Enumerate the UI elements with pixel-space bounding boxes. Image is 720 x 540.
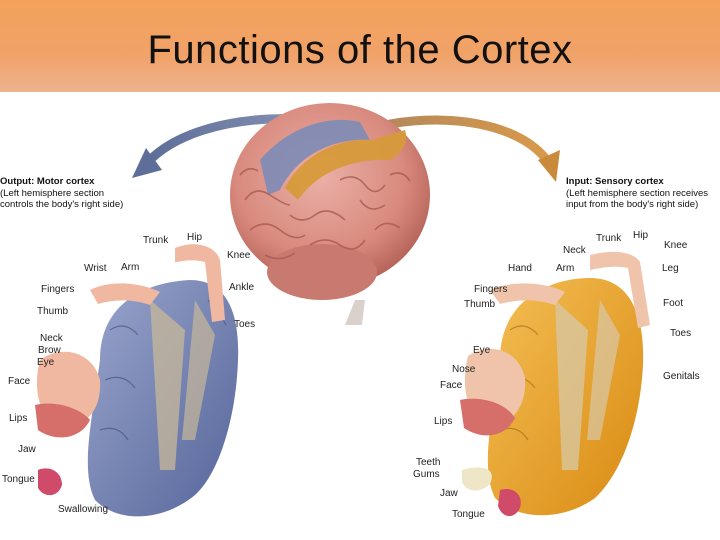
sensory-label-gums: Gums bbox=[413, 469, 440, 480]
motor-heading-line2: (Left hemisphere section bbox=[0, 187, 105, 199]
motor-label-lips: Lips bbox=[9, 413, 28, 424]
sensory-label-leg: Leg bbox=[662, 263, 679, 274]
motor-label-brow: Brow bbox=[38, 345, 61, 356]
motor-cortex-heading: Output: Motor cortex (Left hemisphere se… bbox=[0, 176, 123, 211]
sensory-input-arrow bbox=[385, 115, 553, 167]
slide-title: Functions of the Cortex bbox=[147, 28, 573, 72]
sensory-label-face: Face bbox=[440, 380, 463, 391]
sensory-cortex-section bbox=[460, 251, 650, 517]
motor-arrow-head bbox=[132, 148, 162, 178]
motor-label-wrist: Wrist bbox=[84, 263, 107, 274]
motor-label-thumb: Thumb bbox=[37, 306, 69, 317]
motor-label-neck: Neck bbox=[40, 333, 63, 344]
motor-label-trunk: Trunk bbox=[143, 235, 169, 246]
sensory-strip bbox=[285, 130, 407, 200]
sensory-label-knee: Knee bbox=[664, 240, 688, 251]
sensory-heading-line2: (Left hemisphere section receives bbox=[566, 187, 709, 199]
motor-label-toes: Toes bbox=[234, 319, 256, 330]
sensory-label-genitals: Genitals bbox=[663, 371, 700, 382]
sensory-label-thumb: Thumb bbox=[464, 299, 496, 310]
motor-heading-line3: controls the body's right side) bbox=[0, 199, 124, 210]
sensory-cortex-heading: Input: Sensory cortex (Left hemisphere s… bbox=[566, 176, 708, 211]
motor-label-knee: Knee bbox=[227, 250, 251, 261]
motor-label-swallowing: Swallowing bbox=[58, 504, 109, 515]
motor-label-arm: Arm bbox=[121, 262, 140, 273]
motor-label-eye: Eye bbox=[37, 357, 55, 368]
motor-label-face: Face bbox=[8, 376, 31, 387]
motor-label-hip: Hip bbox=[187, 232, 203, 243]
sensory-label-lips: Lips bbox=[434, 416, 453, 427]
sensory-label-trunk: Trunk bbox=[596, 233, 622, 244]
motor-heading-text: Output: Motor cortex bbox=[0, 176, 95, 187]
sensory-label-arm: Arm bbox=[556, 263, 575, 274]
title-bar bbox=[0, 0, 720, 92]
sensory-label-foot: Foot bbox=[663, 298, 684, 309]
motor-label-tongue: Tongue bbox=[2, 474, 35, 485]
motor-cortex-section bbox=[35, 244, 239, 517]
motor-label-jaw: Jaw bbox=[18, 444, 36, 455]
sensory-arrow-head bbox=[538, 150, 560, 182]
motor-label-ankle: Ankle bbox=[229, 282, 255, 293]
sensory-label-teeth: Teeth bbox=[416, 457, 441, 468]
sensory-label-eye: Eye bbox=[473, 345, 491, 356]
sensory-heading-text: Input: Sensory cortex bbox=[566, 176, 664, 187]
sensory-label-jaw: Jaw bbox=[440, 488, 458, 499]
sensory-label-toes: Toes bbox=[670, 328, 692, 339]
sensory-label-nose: Nose bbox=[452, 364, 476, 375]
sensory-heading-line3: input from the body's right side) bbox=[566, 199, 699, 210]
motor-strip bbox=[260, 119, 370, 195]
sensory-label-tongue: Tongue bbox=[452, 509, 485, 520]
motor-label-fingers: Fingers bbox=[41, 284, 75, 295]
sensory-label-hip: Hip bbox=[633, 230, 649, 241]
sensory-label-neck: Neck bbox=[563, 245, 586, 256]
sensory-label-hand: Hand bbox=[508, 263, 532, 274]
brain-illustration bbox=[230, 103, 430, 325]
sensory-label-fingers: Fingers bbox=[474, 284, 508, 295]
